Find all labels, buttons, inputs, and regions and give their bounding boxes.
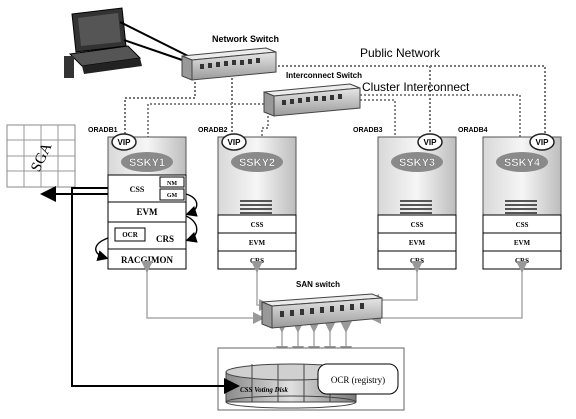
interconnect-switch-label: Interconnect Switch bbox=[286, 71, 362, 80]
css-label: CSS bbox=[130, 185, 145, 194]
node-3: ORADB3 SSKY3 VIP CSS EVM CRS bbox=[353, 127, 457, 270]
host-label: SSKY3 bbox=[399, 157, 435, 169]
clusterware-stack bbox=[377, 214, 457, 270]
host-badge bbox=[391, 152, 443, 172]
oradb-label: ORADB3 bbox=[353, 127, 383, 134]
ocr-registry-label: OCR (registry) bbox=[331, 375, 385, 385]
sga-grid: SGA bbox=[6, 124, 76, 188]
crs-label: CRS bbox=[156, 234, 174, 244]
workstation-icon bbox=[64, 7, 142, 78]
racgimon-label: RACGIMON bbox=[121, 255, 173, 265]
vip-badge bbox=[221, 133, 247, 151]
oradb-label: ORADB1 bbox=[88, 127, 118, 134]
oradb-label: ORADB2 bbox=[198, 127, 228, 134]
network-switch-label: Network Switch bbox=[212, 34, 279, 44]
node-4: ORADB4 SSKY4 VIP CSS EVM CRS bbox=[458, 127, 562, 270]
vip-badge bbox=[529, 133, 555, 151]
clusterware-stack bbox=[217, 214, 297, 270]
vip-label: VIP bbox=[118, 138, 132, 147]
host-label: SSKY4 bbox=[504, 157, 541, 169]
crs-label: CRS bbox=[250, 257, 264, 265]
cluster-interconnect-lines bbox=[147, 94, 521, 140]
san-switch-icon bbox=[261, 293, 383, 329]
workstation-link bbox=[123, 39, 189, 63]
vip-badge bbox=[111, 133, 137, 151]
host-label: SSKY2 bbox=[239, 157, 275, 169]
evm-label: EVM bbox=[514, 239, 531, 247]
ocr-registry-box bbox=[317, 363, 399, 395]
vip-label: VIP bbox=[228, 138, 242, 147]
clusterware-stack bbox=[482, 214, 562, 270]
cluster-interconnect-label: Cluster Interconnect bbox=[362, 80, 470, 94]
gm-box bbox=[159, 188, 185, 201]
css-label: CSS bbox=[516, 221, 529, 229]
host-badge bbox=[231, 152, 283, 172]
crs-label: CRS bbox=[410, 257, 424, 265]
network-switch-icon bbox=[181, 47, 277, 81]
host-badge bbox=[496, 152, 548, 172]
ocr-box bbox=[114, 227, 146, 242]
sga-connections bbox=[40, 186, 240, 394]
interconnect-switch-icon bbox=[263, 83, 361, 117]
crs-label: CRS bbox=[515, 257, 529, 265]
host-label: SSKY1 bbox=[129, 157, 165, 169]
public-network-lines bbox=[124, 65, 546, 140]
evm-label: EVM bbox=[137, 207, 159, 217]
workstation-link bbox=[119, 21, 189, 57]
node-1: ORADB1 SSKY1 VIP CSS NM GM EVM OCR CRS R… bbox=[88, 127, 198, 270]
css-label: CSS bbox=[411, 221, 424, 229]
host-badge bbox=[121, 152, 173, 172]
server-tower bbox=[377, 136, 457, 216]
public-network-label: Public Network bbox=[360, 46, 441, 60]
stack-curved-arrows bbox=[95, 193, 198, 262]
vip-label: VIP bbox=[536, 138, 550, 147]
vip-label: VIP bbox=[424, 138, 438, 147]
vip-badge bbox=[417, 133, 443, 151]
css-label: CSS bbox=[251, 221, 264, 229]
evm-label: EVM bbox=[409, 239, 426, 247]
san-switch-label: SAN switch bbox=[296, 280, 340, 289]
node-2: ORADB2 SSKY2 VIP CSS EVM CRS bbox=[198, 127, 297, 270]
san-links bbox=[141, 261, 528, 358]
evm-label: EVM bbox=[249, 239, 266, 247]
oradb-label: ORADB4 bbox=[458, 127, 488, 134]
voting-disk-label: CSS Voting Disk bbox=[240, 386, 288, 394]
ocr-label: OCR bbox=[122, 231, 139, 239]
gm-label: GM bbox=[167, 193, 178, 199]
nm-box bbox=[159, 176, 185, 188]
nm-label: NM bbox=[167, 181, 177, 187]
